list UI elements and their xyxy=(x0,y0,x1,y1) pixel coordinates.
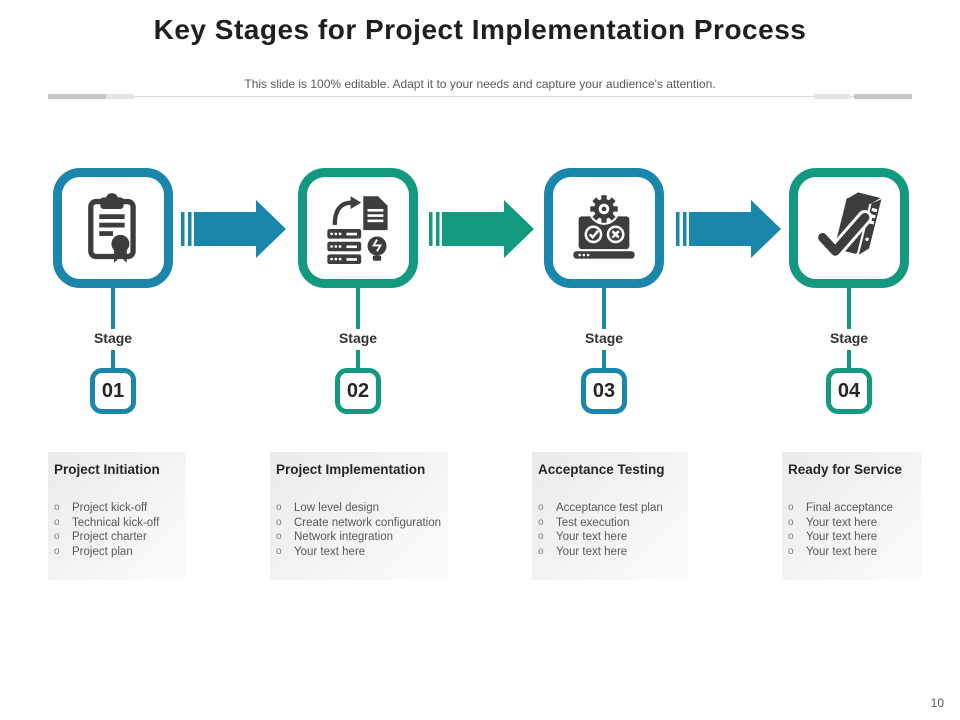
bullet-marker: o xyxy=(538,531,544,542)
stage-2-icon-box xyxy=(298,168,418,288)
panel-heading: Acceptance Testing xyxy=(538,462,665,477)
bullet-marker: o xyxy=(788,516,794,528)
bullet-marker: o xyxy=(54,531,60,542)
list-item-text: Your text here xyxy=(806,516,878,529)
connector-line xyxy=(847,350,851,368)
stage-2-panel: Project Implementation o Low level design… xyxy=(270,452,448,580)
list-item-text: Your text here xyxy=(806,531,878,543)
list-item-text: Technical kick-off xyxy=(72,516,160,529)
panel-heading: Project Implementation xyxy=(276,462,426,477)
list-item: o Your text here xyxy=(538,530,682,545)
divider-segment xyxy=(854,94,912,99)
list-item-text: Create network configuration xyxy=(294,516,442,529)
list-item: o Project plan xyxy=(54,545,180,560)
connector-line xyxy=(356,288,360,329)
stage-column-4: Stage 04 xyxy=(789,168,909,418)
list-item: o Test execution xyxy=(538,516,682,531)
connector-line xyxy=(111,288,115,329)
bullet-marker: o xyxy=(538,545,544,557)
divider-segment xyxy=(48,94,106,99)
list-item-text: Project kick-off xyxy=(72,502,148,514)
list-item-text: Your text here xyxy=(294,545,366,558)
stage-column-3: Stage 03 xyxy=(544,168,664,418)
connector-line xyxy=(602,288,606,329)
list-item-text: Test execution xyxy=(556,516,630,529)
list-item: o Your text here xyxy=(788,516,916,531)
bullet-marker: o xyxy=(788,502,794,513)
panel-heading: Ready for Service xyxy=(788,462,903,477)
list-item-text: Project charter xyxy=(72,531,147,543)
stage-1-icon-box xyxy=(53,168,173,288)
list-item-text: Acceptance test plan xyxy=(556,502,663,514)
bullet-marker: o xyxy=(54,545,60,557)
list-item: o Network integration xyxy=(276,530,442,545)
bullet-marker: o xyxy=(538,502,544,513)
connector-line xyxy=(356,350,360,368)
list-item: o Acceptance test plan xyxy=(538,501,682,516)
slide-subtitle: This slide is 100% editable. Adapt it to… xyxy=(244,77,716,91)
list-item: o Your text here xyxy=(788,545,916,560)
divider-segment xyxy=(814,94,850,99)
page-title: Key Stages for Project Implementation Pr… xyxy=(153,14,807,45)
stage-2-number-badge: 02 xyxy=(335,368,381,414)
list-item: o Your text here xyxy=(276,545,442,560)
stage-3-number-badge: 03 xyxy=(581,368,627,414)
list-item-text: Network integration xyxy=(294,531,394,543)
bullet-marker: o xyxy=(538,516,544,528)
stage-1-number-badge: 01 xyxy=(90,368,136,414)
divider-segment xyxy=(106,94,134,99)
stage-2-label: Stage xyxy=(338,330,378,346)
bullet-marker: o xyxy=(788,545,794,557)
server-document-idea-icon xyxy=(327,196,388,264)
list-item: o Your text here xyxy=(538,545,682,560)
connector-line xyxy=(111,350,115,368)
list-item-text: Project plan xyxy=(72,545,133,558)
list-item: o Project kick-off xyxy=(54,501,180,516)
bullet-marker: o xyxy=(788,531,794,542)
bullet-marker: o xyxy=(276,516,282,528)
stage-3-icon-box xyxy=(544,168,664,288)
stage-column-1: Stage 01 xyxy=(53,168,173,418)
list-item: o Create network configuration xyxy=(276,516,442,531)
clipboard-certificate-icon xyxy=(88,193,136,263)
stage-column-2: Stage 02 xyxy=(298,168,418,418)
list-item-text: Low level design xyxy=(294,502,380,514)
bullet-marker: o xyxy=(276,545,282,557)
server-checkmark-icon xyxy=(815,192,882,259)
list-item: o Low level design xyxy=(276,501,442,516)
list-item-text: Your text here xyxy=(556,531,628,543)
stage-4-number-badge: 04 xyxy=(826,368,872,414)
panel-heading: Project Initiation xyxy=(54,462,160,477)
list-item-text: Your text here xyxy=(806,545,878,558)
arrow-right-icon xyxy=(181,200,286,258)
bullet-marker: o xyxy=(276,531,282,542)
list-item: o Project charter xyxy=(54,530,180,545)
arrow-right-icon xyxy=(676,200,781,258)
bullet-marker: o xyxy=(54,502,60,513)
page-number: 10 xyxy=(930,696,944,710)
connector-line xyxy=(847,288,851,329)
stage-4-icon-box xyxy=(789,168,909,288)
list-item: o Final acceptance xyxy=(788,501,916,516)
stage-1-label: Stage xyxy=(93,330,133,346)
list-item: o Your text here xyxy=(788,530,916,545)
divider-line xyxy=(48,96,912,97)
arrow-right-icon xyxy=(429,200,534,258)
stage-3-label: Stage xyxy=(584,330,624,346)
bullet-marker: o xyxy=(54,516,60,528)
stage-4-label: Stage xyxy=(829,330,869,346)
stage-3-panel: Acceptance Testing o Acceptance test plan… xyxy=(532,452,688,580)
bullet-marker: o xyxy=(276,502,282,513)
list-item: o Technical kick-off xyxy=(54,516,180,531)
list-item-text: Your text here xyxy=(556,545,628,558)
laptop-testing-icon xyxy=(573,193,635,259)
list-item-text: Final acceptance xyxy=(806,502,893,514)
connector-line xyxy=(602,350,606,368)
